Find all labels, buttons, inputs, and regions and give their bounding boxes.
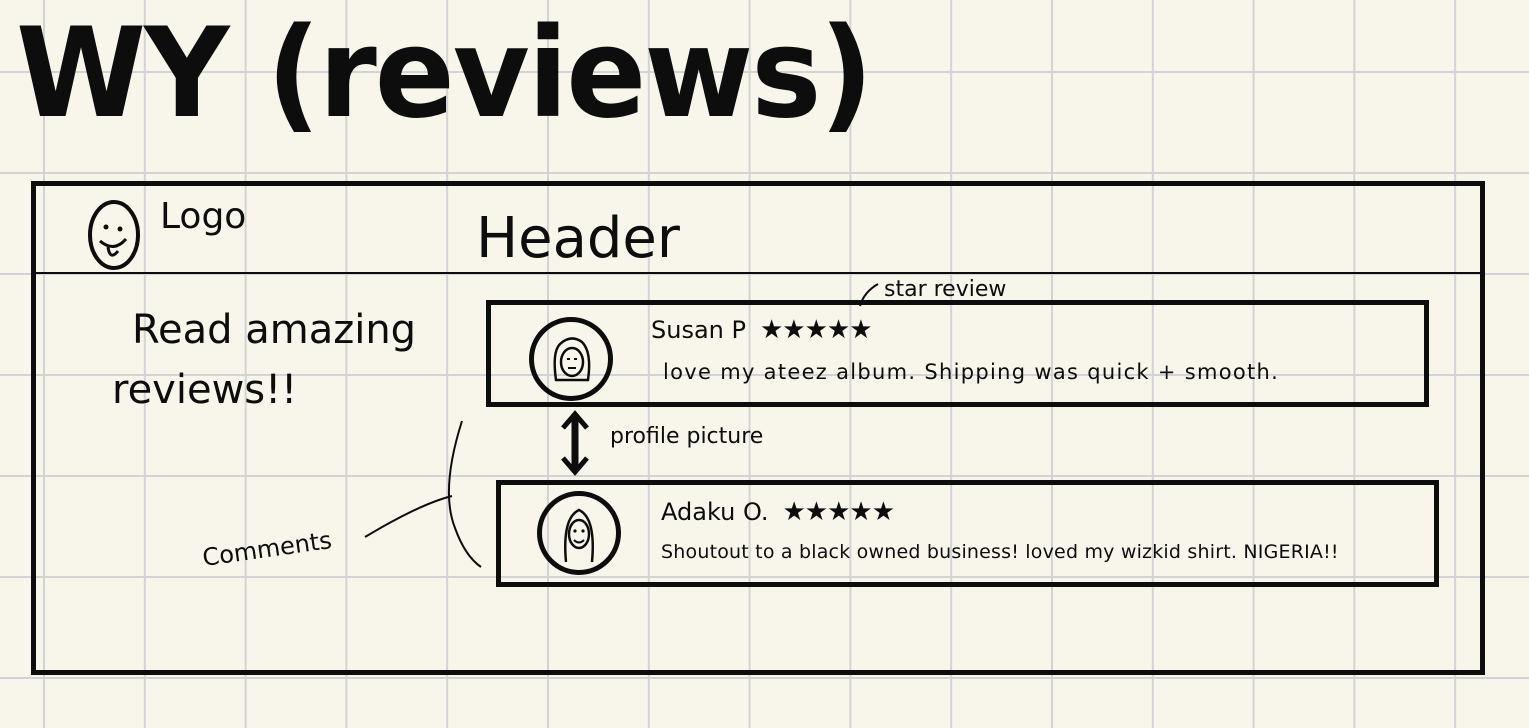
star-rating: ★★★★★ (759, 315, 873, 345)
annotation-star-review: star review (884, 277, 1007, 302)
wireframe-frame (31, 181, 1485, 675)
tagline-line-1: Read amazing (132, 307, 417, 353)
smiley-face-icon (84, 197, 144, 273)
reviewer-name: Susan P (651, 316, 746, 344)
header-divider (36, 272, 1480, 274)
review-card: Susan P ★★★★★ love my ateez album. Shippi… (486, 300, 1429, 407)
review-comment: Shoutout to a black owned business! love… (661, 541, 1339, 563)
star-rating: ★★★★★ (782, 497, 895, 527)
review-card: Adaku O. ★★★★★ Shoutout to a black owned … (496, 480, 1439, 587)
review-comment: love my ateez album. Shipping was quick … (663, 360, 1280, 384)
woman-portrait-icon (529, 317, 613, 401)
page-title: WY (reviews) (16, 0, 873, 146)
reviewer-line: Susan P ★★★★★ (651, 315, 873, 345)
annotation-profile-picture: profile picture (610, 424, 764, 449)
reviewer-name: Adaku O. (661, 498, 769, 526)
woman-long-hair-portrait-icon (537, 491, 621, 575)
header-label: Header (476, 206, 680, 271)
tagline: Read amazing reviews!! (112, 300, 442, 420)
logo-label: Logo (160, 196, 247, 237)
reviewer-line: Adaku O. ★★★★★ (661, 497, 895, 527)
tagline-line-2: reviews!! (112, 367, 298, 413)
